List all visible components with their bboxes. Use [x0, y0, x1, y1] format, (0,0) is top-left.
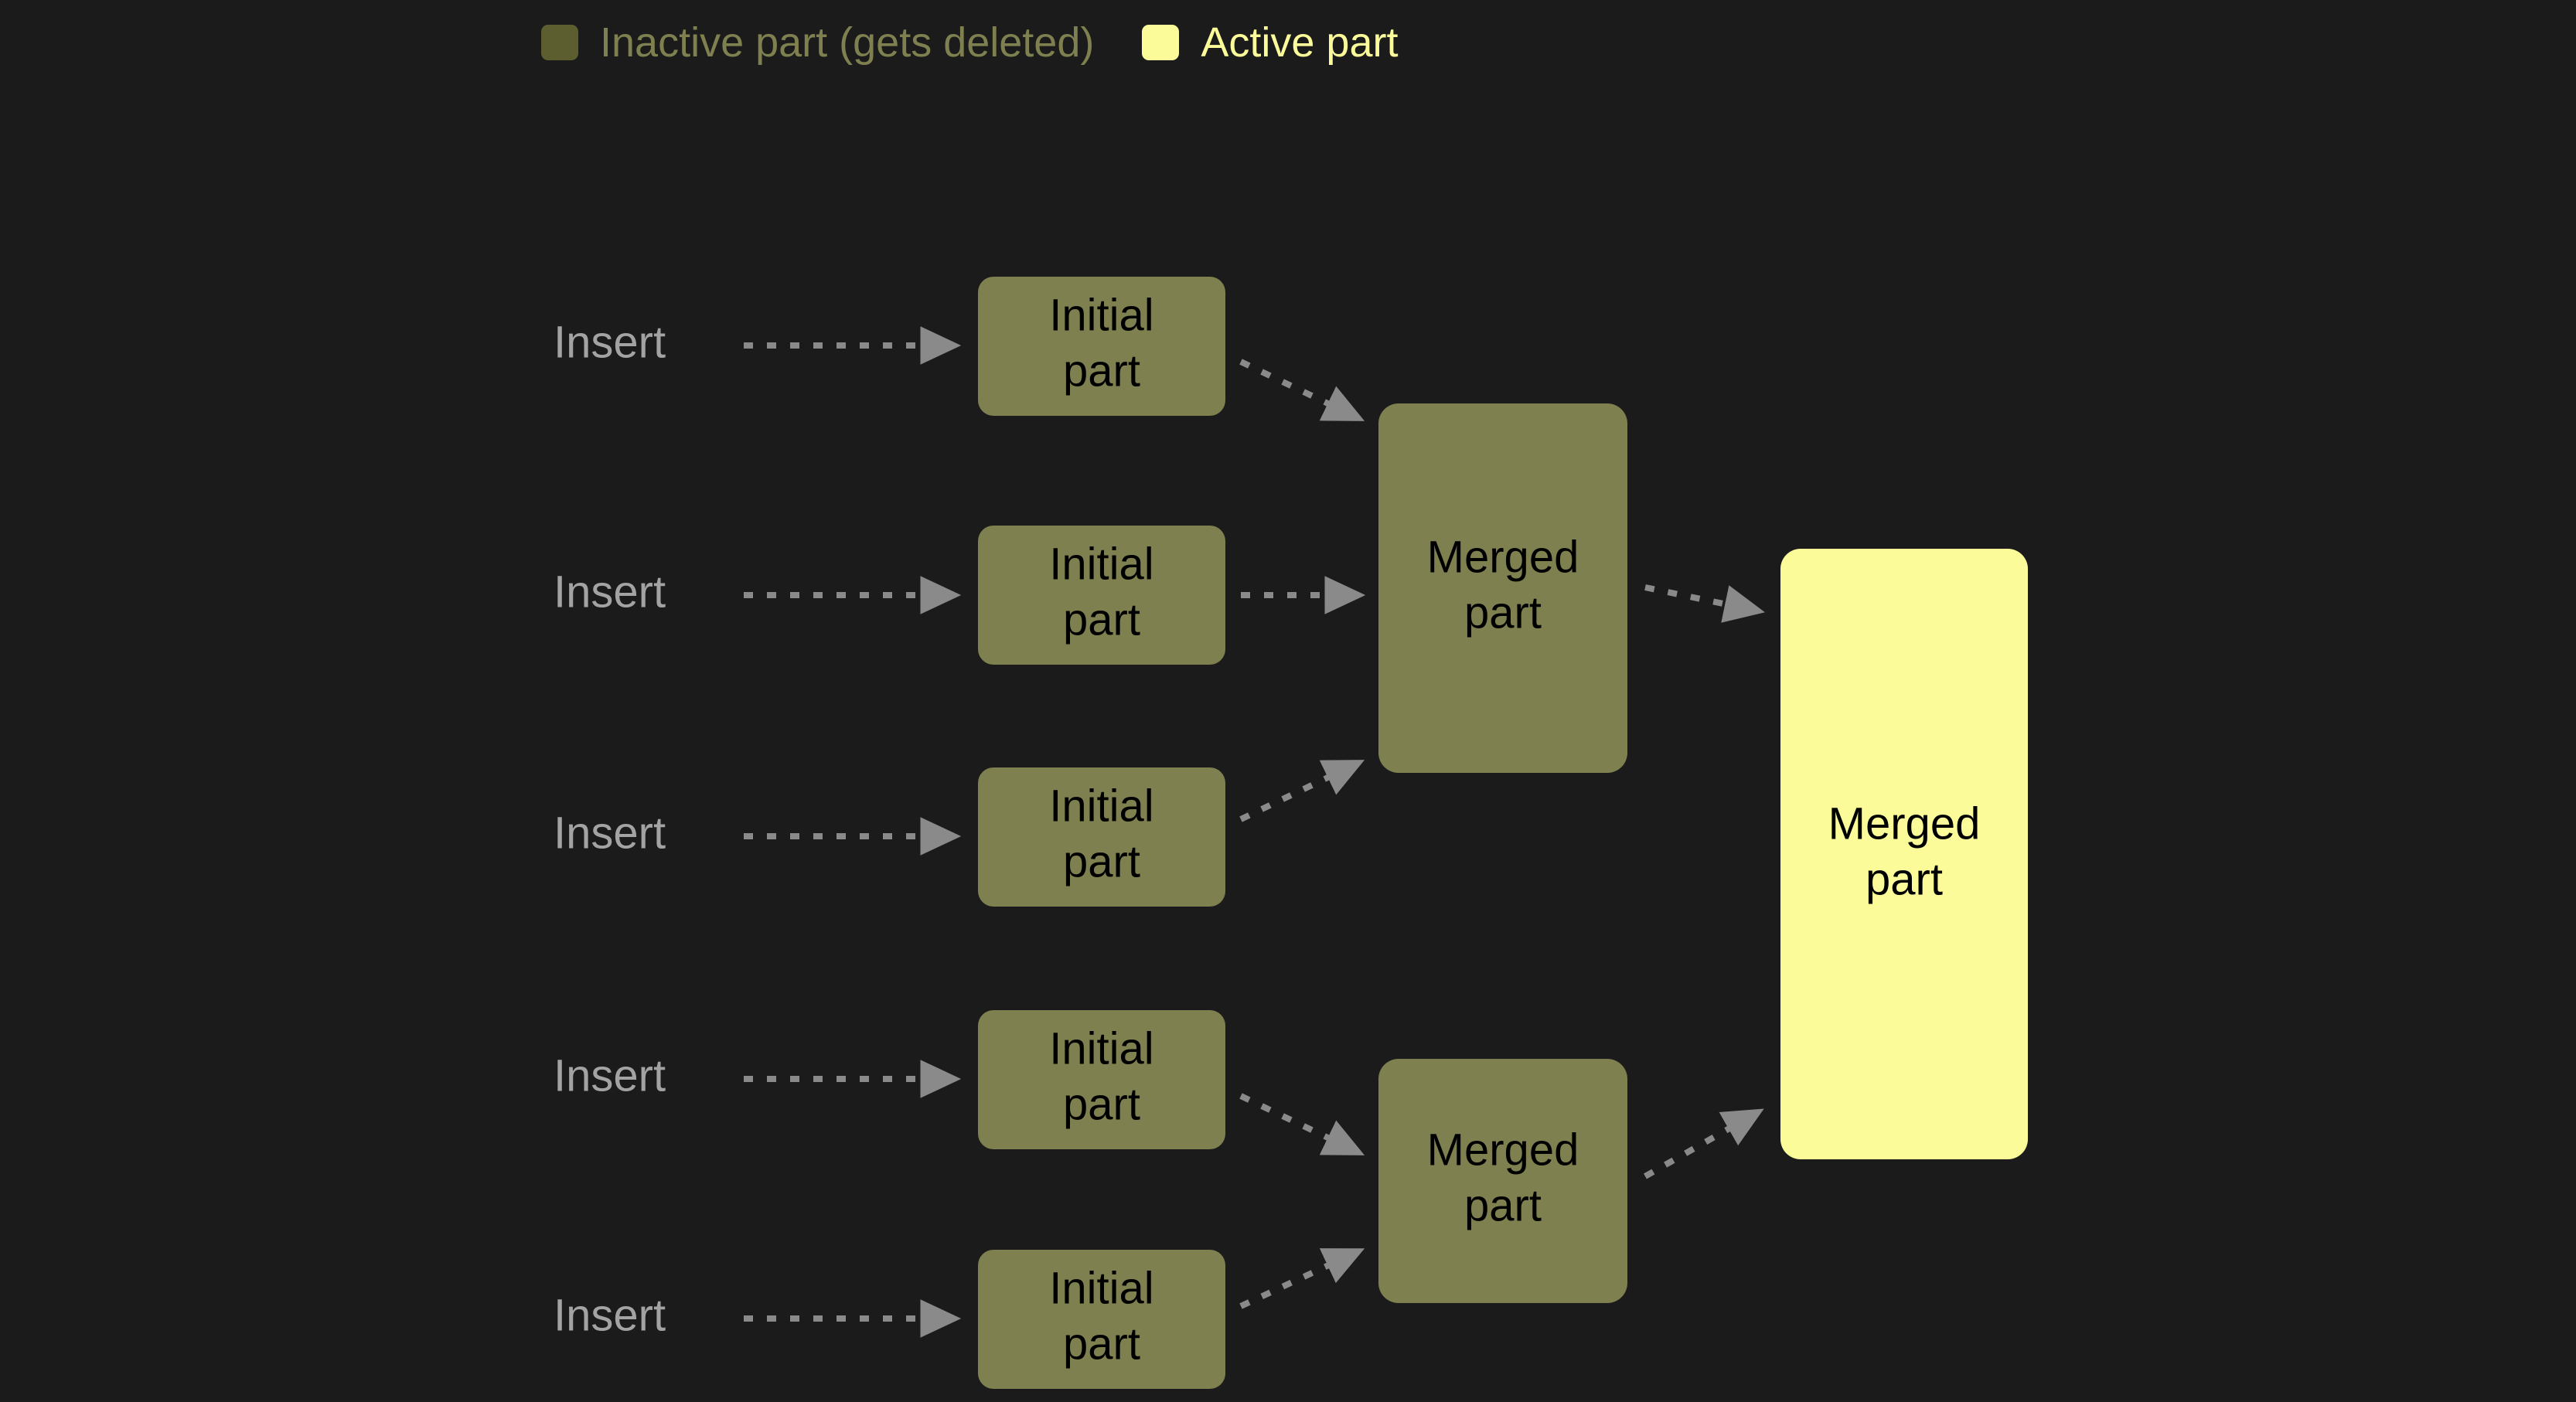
- edge-initial-4-to-merged-bottom: [1239, 1093, 1365, 1155]
- node-initial-4-line1: Initial: [1049, 1023, 1153, 1074]
- node-merged-bottom-group: Merged part: [1378, 1059, 1627, 1303]
- flow-row-2: Insert Initial part: [554, 526, 1225, 665]
- legend-item-active: Active part: [1142, 22, 1398, 63]
- node-initial-3-line1: Initial: [1049, 781, 1153, 831]
- node-initial-3[interactable]: [978, 767, 1225, 907]
- node-initial-1-line1: Initial: [1049, 290, 1153, 340]
- node-initial-5[interactable]: [978, 1250, 1225, 1389]
- node-merged-active-line1: Merged: [1828, 798, 1981, 849]
- node-initial-2-line2: part: [1063, 594, 1140, 645]
- node-merged-top[interactable]: [1378, 403, 1627, 773]
- edge-merged-top-to-merged-active: [1644, 584, 1765, 623]
- node-merged-active-line2: part: [1866, 854, 1943, 904]
- flow-row-5: Insert Initial part: [554, 1250, 1225, 1389]
- node-initial-5-line2: part: [1063, 1319, 1140, 1369]
- node-merged-top-line1: Merged: [1427, 532, 1579, 582]
- edge-merged-bottom-to-merged-active: [1644, 1108, 1764, 1179]
- flow-row-3: Insert Initial part: [554, 767, 1225, 907]
- edge-initial-3-to-merged-top: [1239, 760, 1365, 822]
- insert-label-5: Insert: [554, 1290, 666, 1340]
- legend-swatch-inactive-icon: [541, 25, 578, 60]
- insert-label-3: Insert: [554, 808, 666, 858]
- legend-label-inactive: Inactive part (gets deleted): [600, 19, 1095, 66]
- legend-label-active: Active part: [1201, 19, 1399, 66]
- node-initial-4-line2: part: [1063, 1079, 1140, 1129]
- node-initial-5-line1: Initial: [1049, 1263, 1153, 1313]
- legend-swatch-active-icon: [1142, 25, 1180, 60]
- flow-row-1: Insert Initial part: [554, 277, 1225, 416]
- node-merged-active-group: Merged part: [1780, 549, 2028, 1159]
- node-merged-bottom-line2: part: [1464, 1180, 1542, 1230]
- legend: Inactive part (gets deleted) Active part: [541, 22, 1398, 63]
- insert-label-1: Insert: [554, 317, 666, 367]
- node-initial-2[interactable]: [978, 526, 1225, 665]
- edge-initial-1-to-merged-top: [1239, 359, 1365, 421]
- flow-row-4: Insert Initial part: [554, 1010, 1225, 1149]
- node-merged-bottom-line1: Merged: [1427, 1125, 1579, 1175]
- legend-item-inactive: Inactive part (gets deleted): [541, 22, 1094, 63]
- insert-label-2: Insert: [554, 567, 666, 617]
- node-initial-4[interactable]: [978, 1010, 1225, 1149]
- node-initial-2-line1: Initial: [1049, 539, 1153, 589]
- node-merged-bottom[interactable]: [1378, 1059, 1627, 1303]
- node-initial-1[interactable]: [978, 277, 1225, 416]
- node-initial-1-line2: part: [1063, 345, 1140, 396]
- node-initial-3-line2: part: [1063, 836, 1140, 886]
- insert-label-4: Insert: [554, 1050, 666, 1101]
- node-merged-top-group: Merged part: [1378, 403, 1627, 773]
- edge-initial-5-to-merged-bottom: [1239, 1248, 1365, 1309]
- node-merged-top-line2: part: [1464, 587, 1542, 638]
- node-merged-active[interactable]: [1780, 549, 2028, 1159]
